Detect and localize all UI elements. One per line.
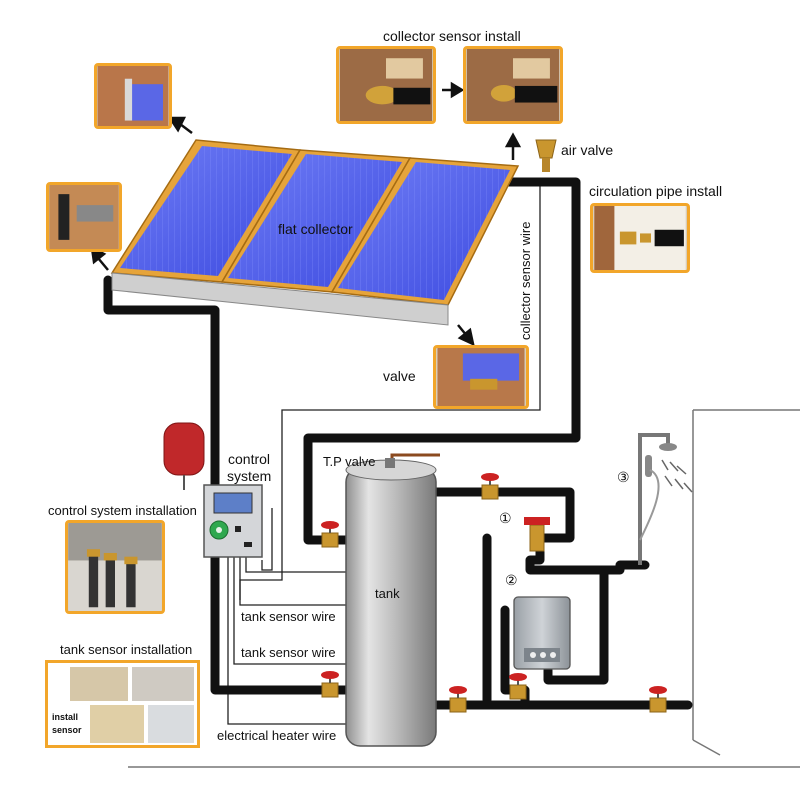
tank-label: tank [375, 586, 400, 601]
air-valve-label: air valve [561, 142, 614, 158]
electrical-heater-wire-label: electrical heater wire [217, 728, 337, 743]
marker-three: ③ [617, 469, 630, 485]
control-box [203, 484, 263, 558]
water-heater-unit [513, 596, 571, 670]
control-system-label-line-1: control [228, 451, 271, 467]
install-sensor-caption: install sensor [52, 711, 82, 736]
expansion-tank [163, 422, 205, 490]
air-valve-icon [535, 139, 557, 172]
install-sensor-line-2: sensor [52, 724, 82, 735]
control-system-installation-photo [65, 520, 165, 614]
tank-sensor-photo-2 [132, 667, 194, 701]
marker-two: ② [505, 572, 518, 588]
collector-sensor-install-label: collector sensor install [383, 28, 521, 44]
tank-sensor-installation-photos: install sensor [45, 660, 200, 748]
red-valves [321, 473, 667, 713]
flat-collector-label: flat collector [278, 221, 353, 237]
storage-tank [345, 453, 440, 747]
mixing-valve [524, 517, 550, 552]
collector-sensor-install-photo-2 [463, 46, 563, 124]
shower-fixture [638, 433, 693, 565]
tp-valve-label: T.P valve [323, 454, 376, 469]
install-sensor-line-1: install [52, 712, 79, 722]
flat-collector-array [110, 139, 520, 326]
tank-sensor-photo-3 [90, 705, 144, 743]
circulation-pipe-install-photo [590, 203, 690, 273]
tank-sensor-photo-1 [70, 667, 128, 701]
collector-bracket-detail-photo [46, 182, 122, 252]
control-system-label-line-2: system [227, 468, 272, 484]
tank-sensor-wire-label-2: tank sensor wire [241, 645, 336, 660]
room-outline [128, 409, 800, 768]
tank-sensor-wire-label-1: tank sensor wire [241, 609, 336, 624]
valve-label: valve [383, 368, 416, 384]
marker-one: ① [499, 510, 512, 526]
control-system-installation-label: control system installation [48, 503, 197, 518]
circulation-pipe-install-label: circulation pipe install [589, 183, 723, 199]
tank-sensor-installation-label: tank sensor installation [60, 642, 193, 657]
collector-sensor-wire-label: collector sensor wire [518, 221, 533, 341]
collector-sensor-install-photo-1 [336, 46, 436, 124]
valve-detail-photo [433, 345, 529, 409]
tank-sensor-photo-4 [148, 705, 194, 743]
collector-top-detail-photo [94, 63, 172, 129]
